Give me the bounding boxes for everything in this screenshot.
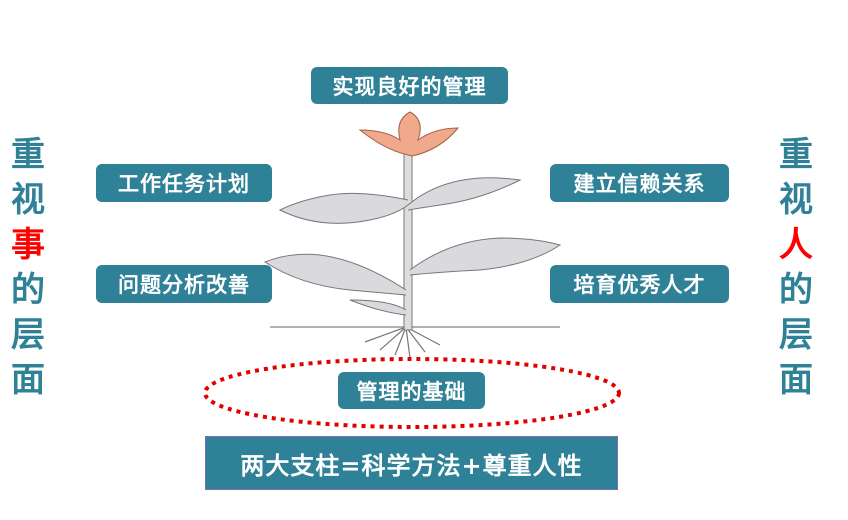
char: 的 (779, 270, 813, 310)
left-item-plan: 工作任务计划 (96, 164, 272, 202)
goal-box: 实现良好的管理 (311, 67, 508, 104)
right-item-trust: 建立信赖关系 (550, 164, 729, 202)
left-side-label: 重 视 事 的 层 面 (3, 133, 53, 403)
right-side-label: 重 视 人 的 层 面 (771, 133, 821, 403)
char-highlight: 事 (11, 225, 45, 265)
foundation-box: 管理的基础 (338, 372, 485, 409)
char: 视 (11, 180, 45, 220)
char: 重 (11, 135, 45, 175)
char: 层 (11, 315, 45, 355)
right-item-talent: 培育优秀人才 (550, 265, 729, 303)
char: 的 (11, 270, 45, 310)
char: 面 (779, 360, 813, 400)
pillars-box: 两大支柱=科学方法+尊重人性 (205, 436, 618, 490)
left-item-improve: 问题分析改善 (96, 265, 272, 303)
char: 层 (779, 315, 813, 355)
char: 重 (779, 135, 813, 175)
char: 面 (11, 360, 45, 400)
char-highlight: 人 (779, 225, 813, 265)
char: 视 (779, 180, 813, 220)
